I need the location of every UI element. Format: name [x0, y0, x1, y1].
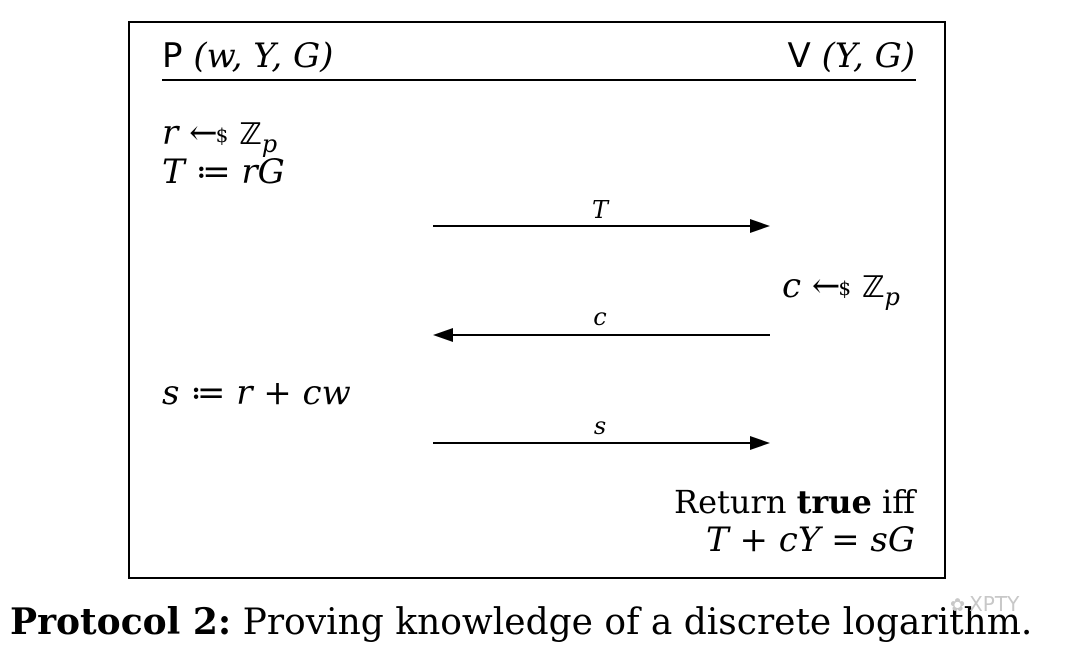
- watermark: ✿XPTY: [950, 592, 1019, 616]
- verifier-name: V: [787, 36, 811, 76]
- verifier-return-prefix: Return: [674, 483, 787, 521]
- message-arrow-t: [433, 219, 770, 233]
- verifier-sample-step: c ←$ ℤp: [782, 266, 900, 311]
- verifier-sample-set-sub: p: [884, 283, 900, 311]
- prover-response-step: s ≔ r + cw: [162, 373, 351, 413]
- prover-params: (w, Y, G): [193, 36, 334, 76]
- verifier-sample-var: c: [782, 266, 802, 306]
- header-rule: [162, 79, 916, 81]
- verifier-return-bold: true: [796, 483, 872, 521]
- message-arrow-c: [433, 328, 770, 342]
- verifier-return-suffix: iff: [882, 483, 915, 521]
- prover-sample-var: r: [162, 113, 179, 153]
- verifier-params: (Y, G): [821, 36, 915, 76]
- verifier-header: V (Y, G): [788, 36, 915, 76]
- prover-header: P (w, Y, G): [162, 36, 333, 76]
- caption-text: Proving knowledge of a discrete logarith…: [242, 602, 1033, 643]
- verifier-sample-dollar: $: [838, 276, 852, 300]
- verifier-return-line: Return true iff: [674, 482, 915, 522]
- message-arrow-s: [433, 436, 770, 450]
- verifier-check-equation: T + cY = sG: [706, 520, 915, 560]
- caption-label: Protocol 2:: [10, 601, 232, 643]
- verifier-sample-set: ℤ: [861, 270, 885, 305]
- protocol-frame: [128, 21, 946, 579]
- prover-sample-set: ℤ: [239, 117, 262, 152]
- prover-sample-step: r ←$ ℤp: [162, 113, 278, 158]
- chat-bubble-icon: ✿: [950, 595, 966, 616]
- figure-caption: Protocol 2: Proving knowledge of a discr…: [10, 600, 1032, 645]
- message-label-c: c: [593, 303, 607, 331]
- prover-commit-step: T ≔ rG: [162, 152, 285, 192]
- message-label-t: T: [591, 196, 608, 224]
- prover-sample-arrow: ←: [189, 113, 218, 153]
- prover-name: P: [162, 36, 183, 76]
- watermark-text: XPTY: [969, 592, 1020, 616]
- message-label-s: s: [593, 412, 607, 440]
- verifier-sample-arrow: ←: [811, 266, 841, 306]
- prover-sample-set-sub: p: [261, 130, 278, 158]
- prover-sample-dollar: $: [215, 123, 229, 147]
